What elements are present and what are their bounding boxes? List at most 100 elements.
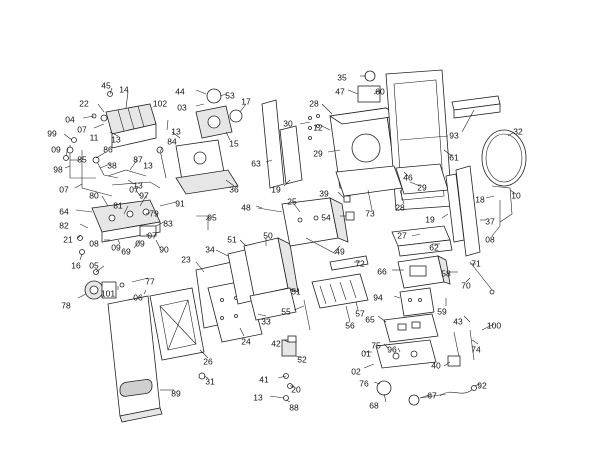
part-water-pipes (66, 145, 167, 197)
part-callout-label: 75 (371, 340, 381, 350)
part-callout-label: 68 (369, 400, 379, 410)
part-callout-label: 09 (111, 242, 121, 252)
part-callout-label: 80 (89, 190, 99, 200)
part-callout-label: 58 (441, 268, 451, 278)
part-callout-label: 21 (63, 234, 73, 244)
part-callout-label: 19 (271, 184, 281, 194)
part-insulation-boxes (227, 237, 299, 321)
part-electrode (303, 299, 311, 331)
part-callout-label: 101 (101, 288, 115, 298)
part-callout-label: 94 (373, 292, 383, 302)
part-callout-label: 86 (103, 144, 113, 154)
part-gas-manifold (329, 255, 369, 271)
part-callout-label: 71 (471, 258, 481, 268)
part-callout-label: 38 (107, 160, 117, 170)
part-callout-label: 47 (335, 86, 345, 96)
part-callout-label: 03 (177, 102, 187, 112)
part-callout-label: 07 (129, 184, 139, 194)
part-callout-label: 67 (427, 390, 437, 400)
part-callout-label: 59 (437, 306, 447, 316)
part-callout-label: 23 (181, 254, 191, 264)
part-callout-label: 92 (477, 380, 487, 390)
part-callout-label: 83 (163, 218, 173, 228)
part-callout-label: 62 (429, 242, 439, 252)
part-callout-label: 08 (485, 234, 495, 244)
part-callout-label: 89 (171, 388, 181, 398)
part-callout-label: 08 (89, 238, 99, 248)
part-callout-label: 35 (337, 72, 347, 82)
part-heat-exchanger (100, 103, 157, 149)
part-smoke-hood (175, 139, 239, 195)
part-callout-label: 91 (175, 198, 185, 208)
part-callout-label: 29 (313, 148, 323, 158)
part-callout-label: 45 (101, 80, 111, 90)
part-small-fittings-bottom (198, 372, 293, 401)
part-callout-label: 81 (113, 200, 123, 210)
part-callout-label: 07 (59, 184, 69, 194)
part-callout-label: 36 (229, 184, 239, 194)
part-callout-label: 01 (361, 348, 371, 358)
part-right-pipes (491, 185, 513, 226)
part-callout-label: 72 (355, 258, 365, 268)
part-callout-label: 07 (147, 230, 157, 240)
part-callout-label: 73 (365, 208, 375, 218)
part-top-bracket (451, 95, 501, 119)
part-callout-label: 97 (139, 190, 149, 200)
part-callout-label: 33 (261, 316, 271, 326)
part-callout-label: 16 (71, 260, 81, 270)
part-callout-label: 26 (203, 356, 213, 366)
part-callout-label: 43 (453, 316, 463, 326)
part-callout-label: 25 (287, 196, 297, 206)
part-callout-label: 09 (51, 144, 61, 154)
part-callout-label: 11 (90, 132, 99, 142)
part-callout-label: 19 (425, 214, 435, 224)
part-callout-label: 53 (225, 90, 235, 100)
part-callout-label: 22 (79, 98, 89, 108)
leader-lines-layer (63, 75, 517, 403)
part-pump (84, 280, 117, 300)
part-callout-label: 56 (345, 320, 355, 330)
part-callout-label: 34 (205, 244, 215, 254)
part-inner-panel (149, 287, 205, 361)
part-callout-label: 40 (431, 360, 441, 370)
part-callout-label: 27 (397, 230, 407, 240)
part-callout-label: 52 (297, 354, 307, 364)
part-callout-label: 65 (365, 314, 375, 324)
part-callout-label: 13 (111, 134, 121, 144)
part-callout-label: 76 (359, 378, 369, 388)
part-control-box (397, 255, 451, 289)
part-callout-label: 30 (283, 118, 293, 128)
part-callout-label: 28 (395, 202, 405, 212)
part-callout-label: 13 (253, 392, 263, 402)
part-callout-label: 100 (487, 320, 501, 330)
part-callout-label: 13 (171, 126, 181, 136)
part-base-tray (335, 163, 449, 197)
part-callout-label: 13 (133, 180, 143, 190)
part-side-panels-left (261, 99, 303, 189)
part-callout-label: 04 (65, 114, 75, 124)
part-callout-label: 60 (375, 86, 385, 96)
part-side-panel-right (445, 165, 481, 257)
part-fan (195, 88, 243, 139)
part-callout-label: 82 (59, 220, 69, 230)
part-callout-label: 63 (251, 158, 261, 168)
part-screws (308, 114, 320, 140)
part-small-brackets (343, 195, 355, 221)
part-control-panel (383, 313, 439, 343)
part-elbow (196, 215, 209, 230)
part-callout-label: 84 (167, 136, 177, 146)
part-callout-label: 14 (119, 84, 129, 94)
part-callout-label: 39 (319, 188, 329, 198)
part-callout-label: 24 (241, 336, 251, 346)
part-front-cover (107, 295, 163, 423)
part-callout-label: 69 (121, 246, 131, 256)
part-callout-label: 90 (159, 244, 169, 254)
part-callout-label: 77 (145, 276, 155, 286)
part-callout-label: 93 (449, 130, 459, 140)
part-callout-label: 32 (513, 126, 523, 136)
part-callout-label: 57 (355, 308, 365, 318)
part-callout-label: 06 (133, 292, 143, 302)
